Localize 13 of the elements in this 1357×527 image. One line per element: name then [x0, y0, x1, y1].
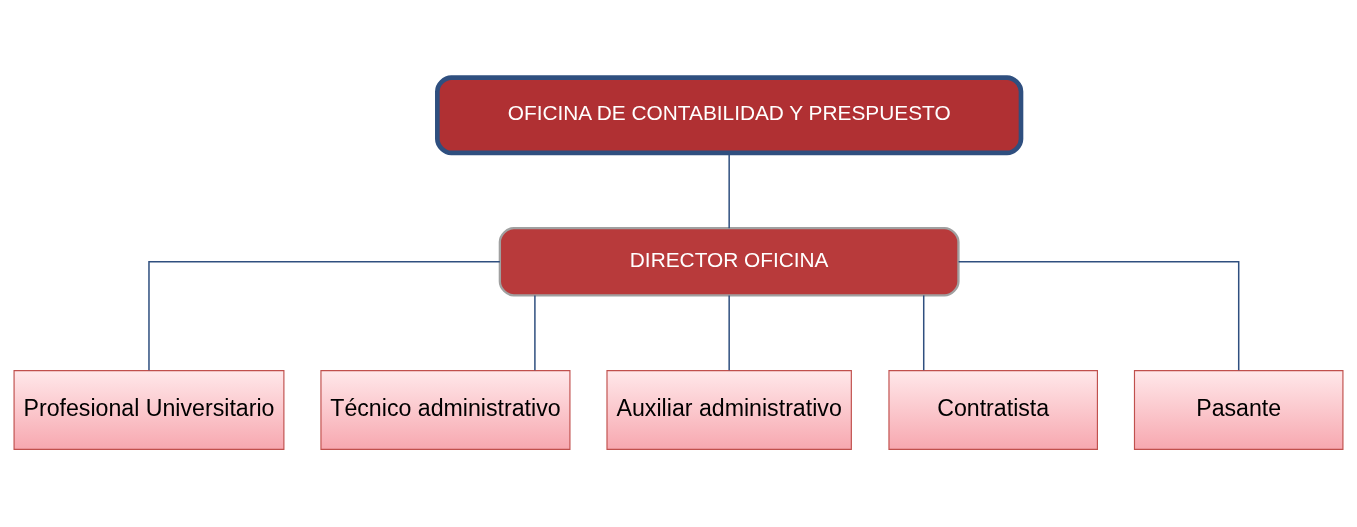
node-box: Contratista	[888, 370, 1098, 450]
connector	[148, 261, 501, 372]
connector	[728, 294, 730, 371]
node-box: OFICINA DE CONTABILIDAD Y PRESPUESTO	[435, 75, 1024, 156]
node-box: DIRECTOR OFICINA	[498, 227, 960, 297]
node-box: Profesional Universitario	[13, 370, 285, 450]
node-box: Auxiliar administrativo	[606, 370, 852, 450]
node-box: Pasante	[1133, 370, 1344, 450]
connector	[534, 294, 536, 371]
connector	[728, 152, 730, 229]
node-box: Técnico administrativo	[320, 370, 571, 450]
connector	[957, 261, 1240, 372]
connector	[922, 294, 925, 371]
